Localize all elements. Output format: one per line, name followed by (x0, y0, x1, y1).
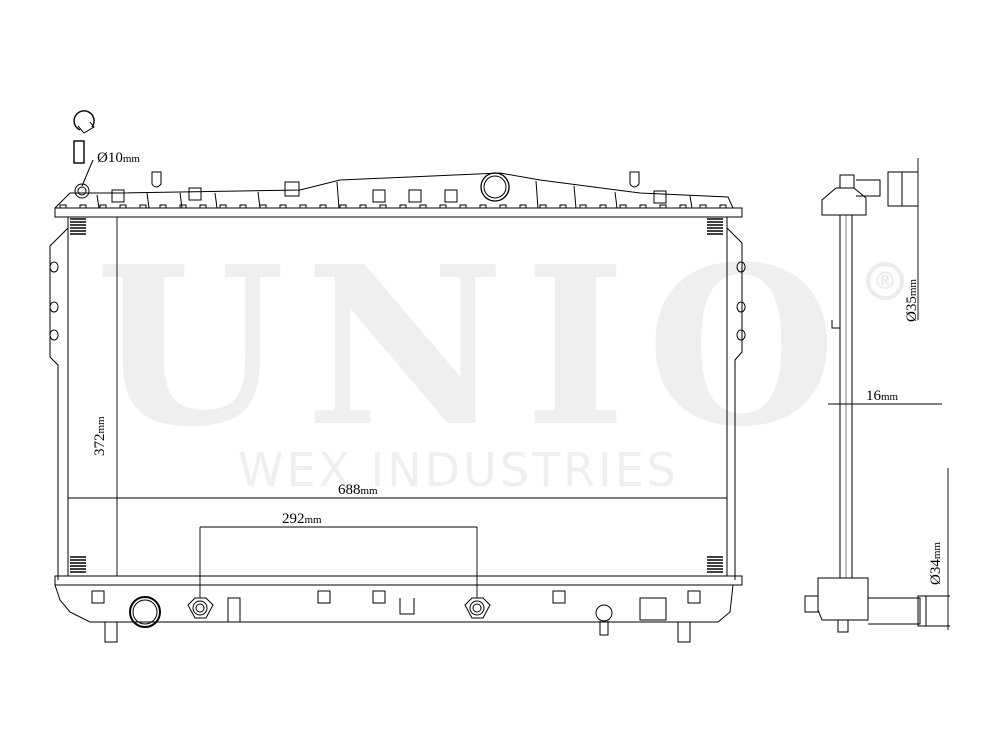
hose-clamp-icon (73, 110, 95, 134)
watermark-registered-icon: ® (866, 262, 904, 300)
side-view (804, 158, 950, 633)
height-dimension-label: 372mm (92, 416, 108, 456)
watermark-subtitle: WEX INDUSTRIES (238, 443, 679, 497)
core-thickness-label: 16mm (866, 388, 899, 404)
inlet-diameter-label: Ø35mm (904, 279, 920, 322)
width-dimension-label: 688mm (338, 482, 378, 498)
radiator-core (49, 217, 746, 580)
front-view (49, 110, 746, 643)
outlet-diameter-label: Ø34mm (928, 542, 944, 585)
hose-fitting-icon (73, 140, 85, 164)
port-spacing-label: 292mm (282, 511, 322, 527)
top-tank (54, 171, 743, 218)
watermark-brand: UNIO (95, 219, 857, 475)
fitting-diameter-label: Ø10mm (97, 150, 140, 166)
bottom-tank (54, 575, 743, 643)
dimension-lines (68, 217, 727, 598)
